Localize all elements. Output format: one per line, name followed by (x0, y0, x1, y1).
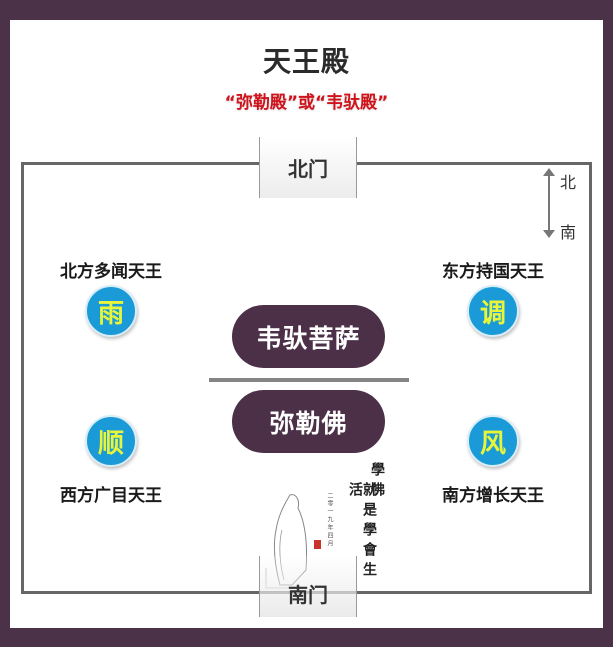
smooth-symbol-icon: 顺 (85, 415, 137, 467)
page-subtitle: “弥勒殿”或“韦驮殿” (224, 93, 389, 113)
compass-south-label: 南 (560, 223, 577, 242)
compass-north-label: 北 (560, 173, 577, 192)
king-west-name: 西方广目天王 (60, 486, 162, 506)
small-inscription: 二零一九年四月 (326, 492, 333, 548)
king-north-name: 北方多闻天王 (60, 262, 162, 282)
wind-symbol-icon: 风 (467, 415, 519, 467)
red-seal-icon (314, 540, 321, 549)
weituo-label: 韦驮菩萨 (256, 323, 361, 353)
calligraphy-col-1: 學佛 (369, 462, 385, 502)
compass-line (548, 174, 550, 234)
maitreya-label: 弥勒佛 (269, 408, 348, 438)
south-gate-label: 南门 (288, 583, 328, 607)
south-gate: 南门 (259, 556, 357, 617)
calligraphy-col-2: 就是學會生活 (347, 482, 377, 582)
king-south-name: 南方增长天王 (442, 486, 544, 506)
north-gate: 北门 (259, 137, 357, 198)
weituo-bodhisattva-pill: 韦驮菩萨 (232, 305, 385, 368)
center-divider (209, 378, 409, 382)
page-title: 天王殿 (262, 45, 350, 78)
calligraphy-text: 學佛 就是學會生活 (340, 460, 390, 590)
arrow-up-icon (543, 168, 555, 176)
arrow-down-icon (543, 230, 555, 238)
rain-symbol-icon: 雨 (85, 285, 137, 337)
king-east-name: 东方持国天王 (442, 262, 544, 282)
harmony-symbol-icon: 调 (467, 285, 519, 337)
maitreya-buddha-pill: 弥勒佛 (232, 390, 385, 453)
compass: 北 南 (538, 166, 588, 242)
north-gate-label: 北门 (288, 157, 328, 181)
